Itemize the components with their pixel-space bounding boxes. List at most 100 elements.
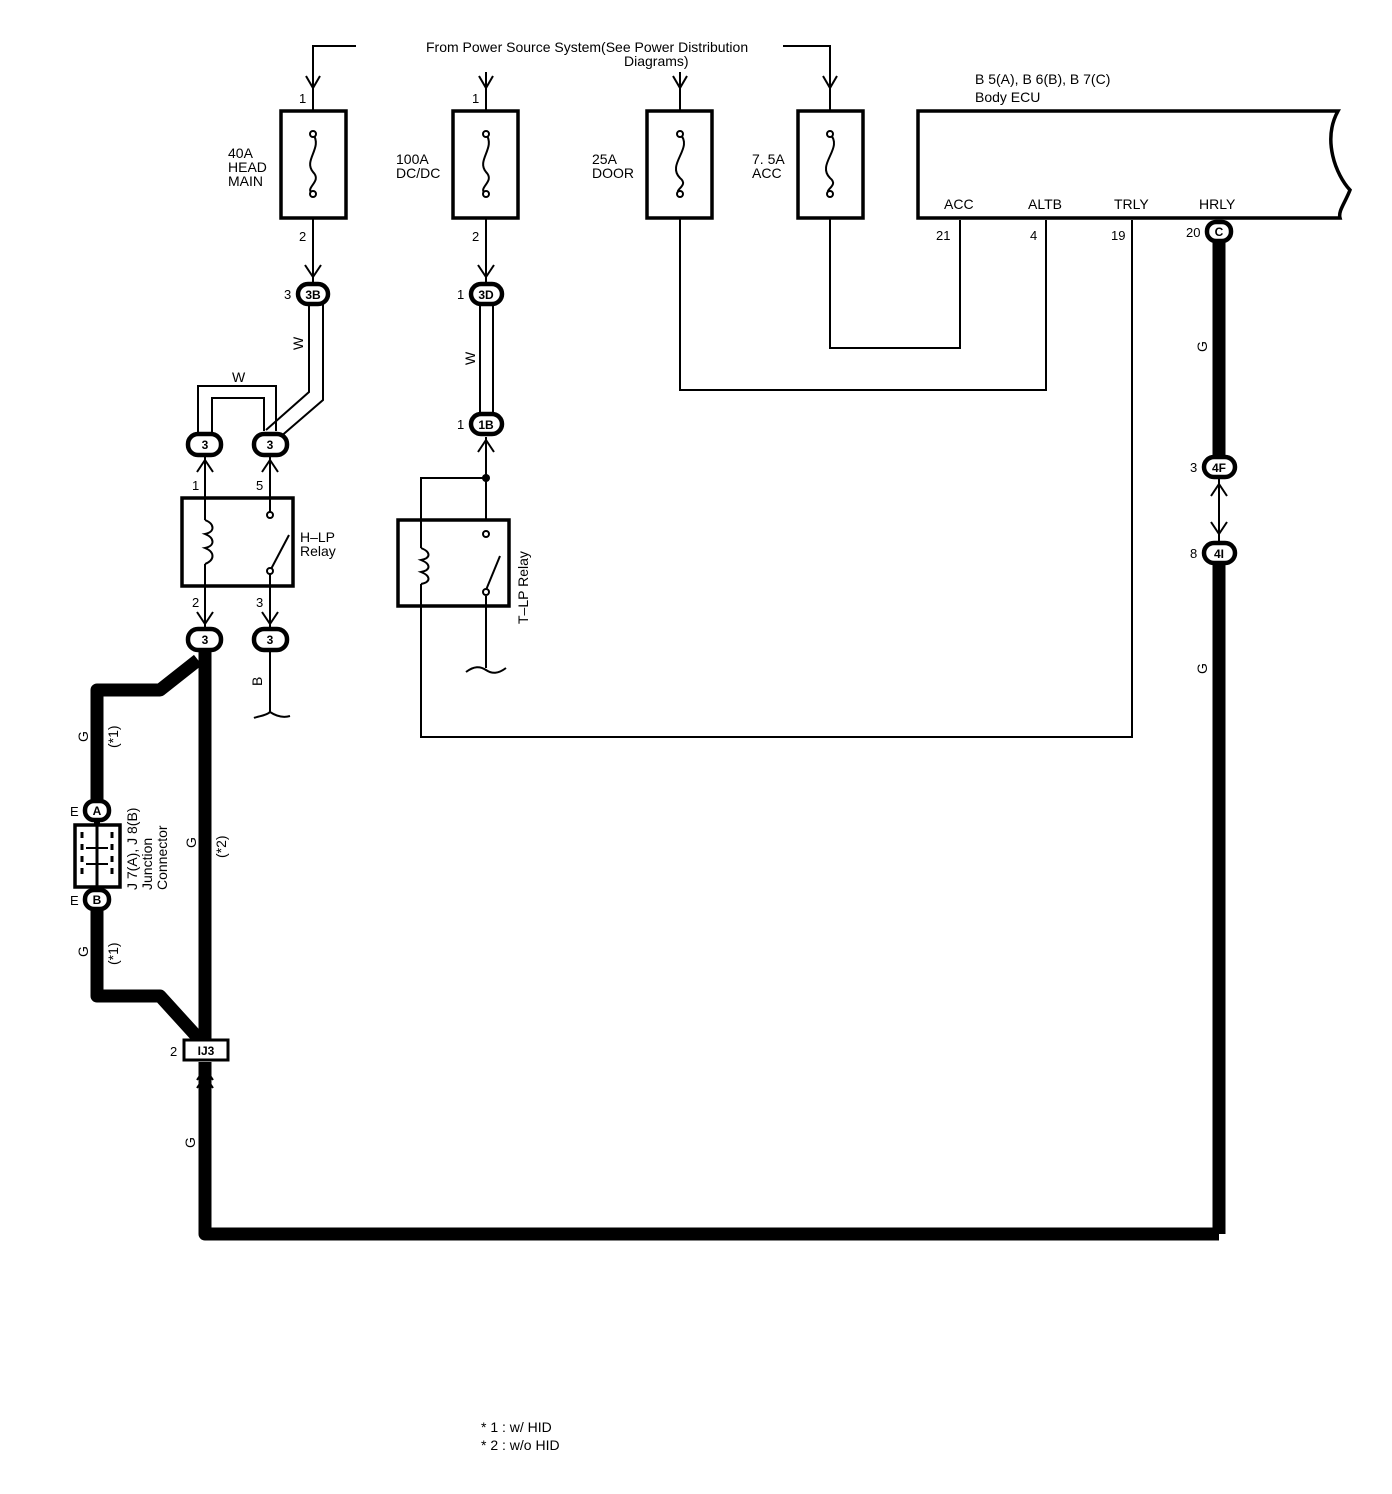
variant-label: (*1) xyxy=(105,942,121,965)
connector-label: C xyxy=(1215,225,1224,239)
head-main-circuit xyxy=(197,218,324,439)
connector-label: B xyxy=(93,893,102,907)
ecu-terminal-name: HRLY xyxy=(1199,196,1236,212)
connector-label: 3D xyxy=(478,288,494,302)
fuse-amp: 40A xyxy=(228,145,254,161)
connector-1b: 1B 1 xyxy=(457,411,505,437)
hlp-relay-leads xyxy=(196,457,279,630)
fuse-name: ACC xyxy=(752,165,782,181)
connector-ij3: IJ3 2 xyxy=(170,1038,230,1062)
fuse-amp: 25A xyxy=(592,151,618,167)
connector-label: 3 xyxy=(202,633,209,647)
pin-label: E xyxy=(70,893,79,908)
connector-3-relay-pin3: 3 xyxy=(251,626,290,653)
pin-label: 2 xyxy=(299,229,306,244)
connector-3-relay-pin1: 3 xyxy=(185,431,224,458)
wire-color-label: W xyxy=(232,369,246,385)
hrly-circuit xyxy=(198,238,1228,1241)
pin-label: 1 xyxy=(299,91,306,106)
hlp-relay-label-line2: Relay xyxy=(300,543,336,559)
junction-pin-b: B E xyxy=(70,887,112,912)
pin-label: 3 xyxy=(256,595,263,610)
ecu-pin: 4 xyxy=(1030,228,1037,243)
fuse-amp: 100A xyxy=(396,151,429,167)
wire-color-label: G xyxy=(182,1137,198,1148)
dcdc-circuit xyxy=(477,218,495,520)
tlp-relay xyxy=(396,478,511,737)
connector-label: A xyxy=(93,804,102,818)
wire-color-label: G xyxy=(1194,663,1210,674)
connector-label: 1B xyxy=(478,418,494,432)
fuse-7-5a-acc: 7. 5A ACC xyxy=(752,109,865,220)
wire-color-label: G xyxy=(75,731,91,742)
connector-4i: 4I 8 xyxy=(1190,540,1238,566)
pin-label: 2 xyxy=(170,1044,177,1059)
connector-3d: 3D 1 xyxy=(457,281,505,307)
fuse-amp: 7. 5A xyxy=(752,151,785,167)
connector-3-relay-pin2: 3 xyxy=(185,626,224,653)
wire-color-label: W xyxy=(462,351,478,365)
junction-label: Connector xyxy=(154,825,170,890)
pin-label: 1 xyxy=(457,287,464,302)
connector-3b: 3B 3 xyxy=(284,281,331,307)
wire-color-label: B xyxy=(249,677,265,686)
variant-label: (*1) xyxy=(105,725,121,748)
ecu-terminal-name: ALTB xyxy=(1028,196,1062,212)
hlp-relay xyxy=(180,496,295,588)
source-label-line1: From Power Source System(See Power Distr… xyxy=(426,39,748,55)
ecu-pin: 21 xyxy=(936,228,950,243)
fuse-name: MAIN xyxy=(228,173,263,189)
ecu-terminal-name: ACC xyxy=(944,196,974,212)
wire-color-label: G xyxy=(75,946,91,957)
junction-connector xyxy=(73,820,122,892)
pin-label: 1 xyxy=(457,417,464,432)
pin-label: E xyxy=(70,804,79,819)
pin-label: 5 xyxy=(256,478,263,493)
tlp-relay-label: T–LP Relay xyxy=(515,551,531,624)
junction-pin-a: A E xyxy=(70,798,112,823)
pin-label: 1 xyxy=(472,91,479,106)
pin-label: 2 xyxy=(192,595,199,610)
connector-label: 4F xyxy=(1212,461,1226,475)
connector-label: 4I xyxy=(1214,547,1224,561)
fuse-name: DOOR xyxy=(592,165,634,181)
ecu-connector-c: C xyxy=(1204,219,1234,244)
connector-4f: 4F 3 xyxy=(1190,454,1238,480)
fuse-100a-dc-dc: 1 2 100A DC/DC xyxy=(396,91,520,244)
fuse-25a-door: 25A DOOR xyxy=(592,109,714,220)
fuse-name: DC/DC xyxy=(396,165,440,181)
connector-label: 3 xyxy=(267,633,274,647)
ecu-name: Body ECU xyxy=(975,89,1040,105)
power-feed-lines xyxy=(305,45,838,110)
ecu-pin: 20 xyxy=(1186,225,1200,240)
junction-ref: J 7(A), J 8(B) xyxy=(124,808,140,890)
connector-label: 3 xyxy=(267,438,274,452)
junction-label: Junction xyxy=(139,838,155,890)
wire-color-label: W xyxy=(290,336,306,350)
ecu-terminal-name: TRLY xyxy=(1114,196,1149,212)
connector-label: 3B xyxy=(305,288,321,302)
fuse-40a-head-main: 1 2 40A HEAD MAIN xyxy=(228,91,348,244)
ground-wire-b xyxy=(253,652,291,719)
hlp-relay-label-line1: H–LP xyxy=(300,529,335,545)
legend-line: * 2 : w/o HID xyxy=(481,1437,560,1453)
pin-label: 3 xyxy=(1190,460,1197,475)
ecu-ref: B 5(A), B 6(B), B 7(C) xyxy=(975,71,1110,87)
source-label-line2: Diagrams) xyxy=(624,53,689,69)
variant-label: (*2) xyxy=(213,835,229,858)
pin-label: 1 xyxy=(192,478,199,493)
ecu-pin: 19 xyxy=(1111,228,1125,243)
pin-label: 2 xyxy=(472,229,479,244)
connector-3-relay-pin5: 3 xyxy=(251,431,290,458)
wire-color-label: G xyxy=(183,837,199,848)
body-ecu: B 5(A), B 6(B), B 7(C) Body ECU ACC ALTB… xyxy=(916,71,1353,243)
connector-label: IJ3 xyxy=(198,1044,215,1058)
junction-circuit xyxy=(90,652,214,1089)
legend-line: * 1 : w/ HID xyxy=(481,1419,552,1435)
ecu-signal-wires xyxy=(420,218,1133,738)
connector-label: 3 xyxy=(202,438,209,452)
wire-color-label: G xyxy=(1194,341,1210,352)
pin-label: 3 xyxy=(284,287,291,302)
pin-label: 8 xyxy=(1190,546,1197,561)
